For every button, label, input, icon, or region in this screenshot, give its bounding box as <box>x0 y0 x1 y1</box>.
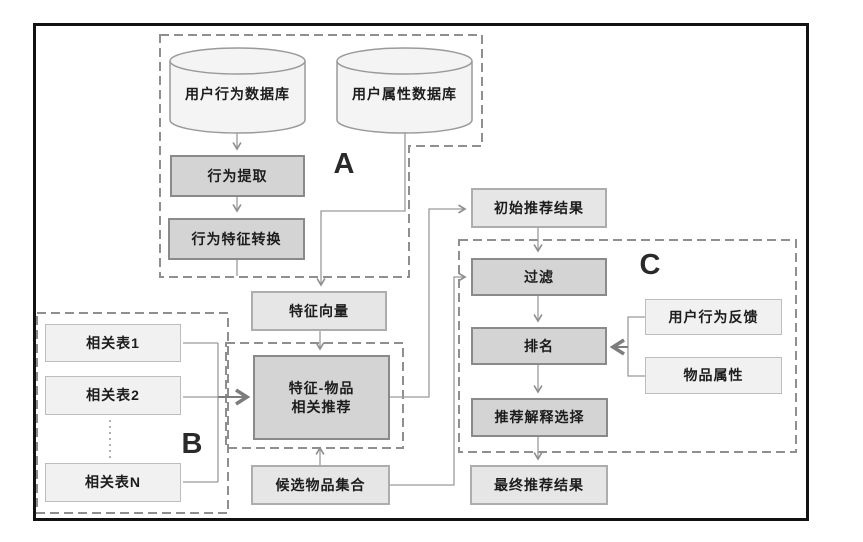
edge-candidate-filter <box>390 272 467 486</box>
edge-itemattrs-junction <box>627 347 646 377</box>
user-behavior-db-cylinder <box>169 47 306 134</box>
node-behavior-feature-transform: 行为特征转换 <box>168 218 305 260</box>
node-explanation-select: 推荐解释选择 <box>471 398 608 437</box>
node-behavior-extract: 行为提取 <box>170 155 305 197</box>
node-feature-item-recommend-line2: 相关推荐 <box>291 398 352 415</box>
node-rel-table-n: 相关表N <box>45 463 181 502</box>
group-label-b: B <box>181 428 203 460</box>
outer-frame <box>33 23 809 521</box>
edge-attrdb-featurevector <box>316 132 406 287</box>
node-feature-item-recommend-line1: 特征-物品 <box>288 379 355 396</box>
edge-feedback-junction <box>627 316 646 347</box>
edge-featureitem-initial <box>390 204 467 398</box>
node-filter: 过滤 <box>471 258 607 296</box>
node-user-behavior-db: 用户行为数据库 <box>185 86 290 102</box>
node-candidate-items: 候选物品集合 <box>251 465 390 505</box>
group-c-outline <box>458 239 797 453</box>
node-rel-table-1: 相关表1 <box>45 324 181 362</box>
node-user-attr-db: 用户属性数据库 <box>352 86 457 102</box>
group-label-a: A <box>333 148 355 180</box>
group-feature-item-outline <box>225 342 404 449</box>
node-feature-item-recommend: 特征-物品 相关推荐 <box>253 355 390 440</box>
node-user-feedback: 用户行为反馈 <box>645 299 782 335</box>
node-final-results: 最终推荐结果 <box>470 465 608 505</box>
node-item-attrs: 物品属性 <box>645 357 782 394</box>
node-rel-table-2: 相关表2 <box>45 376 181 415</box>
group-a-outline <box>159 34 483 278</box>
node-ranking: 排名 <box>471 327 607 365</box>
group-label-c: C <box>639 249 661 281</box>
node-initial-results: 初始推荐结果 <box>471 188 607 228</box>
node-feature-vector: 特征向量 <box>251 291 387 331</box>
